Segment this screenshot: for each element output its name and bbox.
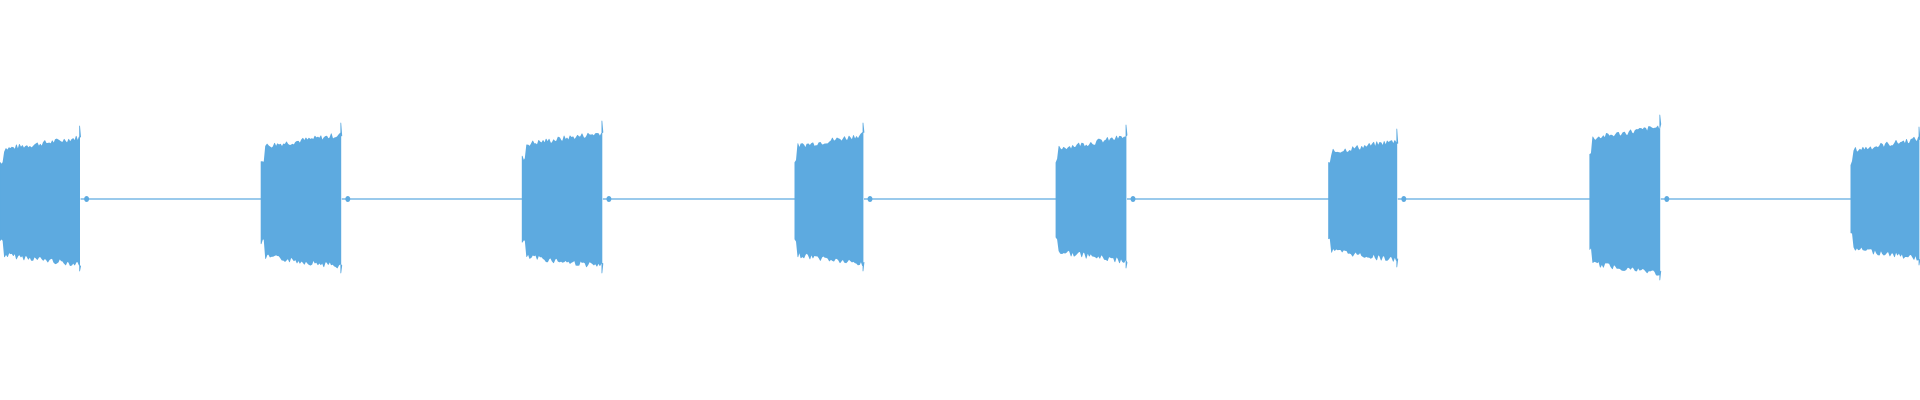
waveform-burst-2	[260, 122, 343, 274]
waveform-burst-8	[1850, 126, 1920, 266]
waveform-tail-blip	[867, 196, 873, 202]
waveform-tail-blip	[1401, 196, 1407, 202]
waveform-burst-7	[1589, 114, 1662, 281]
waveform-tail-blip	[345, 196, 351, 202]
waveform-burst-4	[794, 122, 865, 272]
waveform-burst-3	[521, 120, 604, 274]
waveform-burst-6	[1328, 128, 1399, 268]
waveform-bursts-group	[0, 114, 1920, 281]
waveform-burst-5	[1055, 124, 1128, 269]
waveform-tail-blip	[84, 196, 90, 202]
waveform-tail-blip	[1130, 196, 1136, 202]
waveform-baseline-group	[80, 196, 1851, 202]
waveform-burst-1	[0, 125, 81, 272]
waveform-tail-blip	[606, 196, 612, 202]
waveform-tail-blip	[1664, 196, 1670, 202]
